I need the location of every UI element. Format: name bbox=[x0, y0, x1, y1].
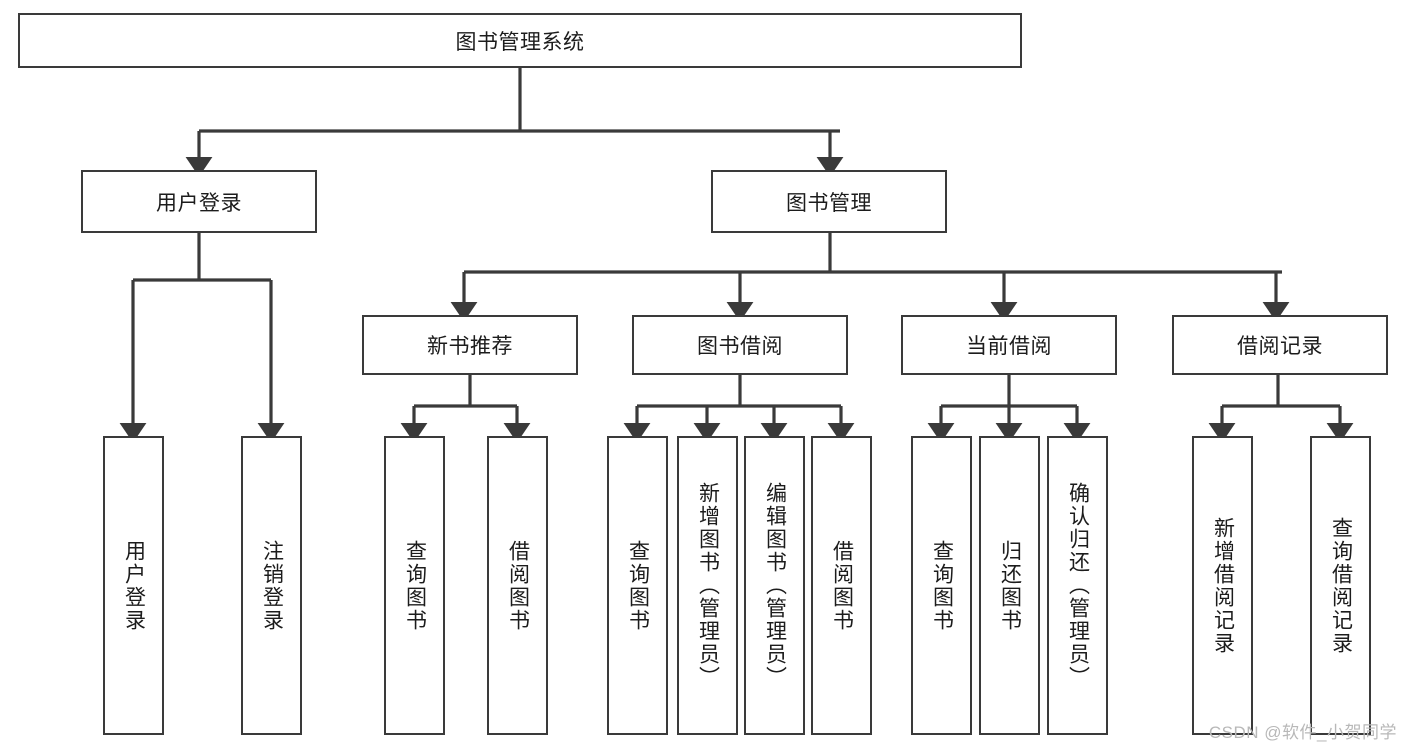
watermark-text: CSDN @软件_小贺同学 bbox=[1208, 723, 1397, 742]
node-current-borrow[interactable]: 当前借阅 bbox=[901, 315, 1117, 375]
leaf-user-login[interactable]: 用户登录 bbox=[103, 436, 164, 735]
node-label: 查询图书 bbox=[403, 539, 427, 632]
leaf-query-book-borrow[interactable]: 查询图书 bbox=[607, 436, 668, 735]
node-label: 借阅图书 bbox=[830, 539, 854, 632]
node-label: 编辑图书（管理员） bbox=[763, 482, 787, 689]
leaf-return-book[interactable]: 归还图书 bbox=[979, 436, 1040, 735]
leaf-query-book-current[interactable]: 查询图书 bbox=[911, 436, 972, 735]
node-label: 当前借阅 bbox=[966, 335, 1052, 358]
node-label: 注销登录 bbox=[260, 539, 284, 632]
leaf-confirm-return-admin[interactable]: 确认归还（管理员） bbox=[1047, 436, 1108, 735]
node-label: 查询图书 bbox=[626, 539, 650, 632]
node-label: 借阅图书 bbox=[506, 539, 530, 632]
leaf-query-book-recommend[interactable]: 查询图书 bbox=[384, 436, 445, 735]
leaf-borrow-book-recommend[interactable]: 借阅图书 bbox=[487, 436, 548, 735]
node-label: 确认归还（管理员） bbox=[1066, 482, 1090, 689]
leaf-borrow-book[interactable]: 借阅图书 bbox=[811, 436, 872, 735]
leaf-add-borrow-record[interactable]: 新增借阅记录 bbox=[1192, 436, 1253, 735]
node-label: 用户登录 bbox=[156, 191, 242, 215]
node-label: 新增图书（管理员） bbox=[696, 482, 720, 689]
node-label: 图书管理 bbox=[786, 191, 872, 215]
node-book-management-system[interactable]: 图书管理系统 bbox=[18, 13, 1022, 68]
node-label: 归还图书 bbox=[998, 539, 1022, 632]
node-label: 新书推荐 bbox=[427, 335, 513, 358]
node-label: 新增借阅记录 bbox=[1211, 516, 1235, 655]
node-user-login[interactable]: 用户登录 bbox=[81, 170, 317, 233]
node-new-book-recommend[interactable]: 新书推荐 bbox=[362, 315, 578, 375]
leaf-logout-login[interactable]: 注销登录 bbox=[241, 436, 302, 735]
leaf-query-borrow-record[interactable]: 查询借阅记录 bbox=[1310, 436, 1371, 735]
node-label: 借阅记录 bbox=[1237, 335, 1323, 358]
node-label: 图书借阅 bbox=[697, 335, 783, 358]
leaf-edit-book-admin[interactable]: 编辑图书（管理员） bbox=[744, 436, 805, 735]
node-label: 查询借阅记录 bbox=[1329, 516, 1353, 655]
node-label: 查询图书 bbox=[930, 539, 954, 632]
node-book-management[interactable]: 图书管理 bbox=[711, 170, 947, 233]
leaf-add-book-admin[interactable]: 新增图书（管理员） bbox=[677, 436, 738, 735]
node-book-borrow[interactable]: 图书借阅 bbox=[632, 315, 848, 375]
node-borrow-record[interactable]: 借阅记录 bbox=[1172, 315, 1388, 375]
node-label: 用户登录 bbox=[122, 539, 146, 632]
node-label: 图书管理系统 bbox=[455, 30, 585, 54]
